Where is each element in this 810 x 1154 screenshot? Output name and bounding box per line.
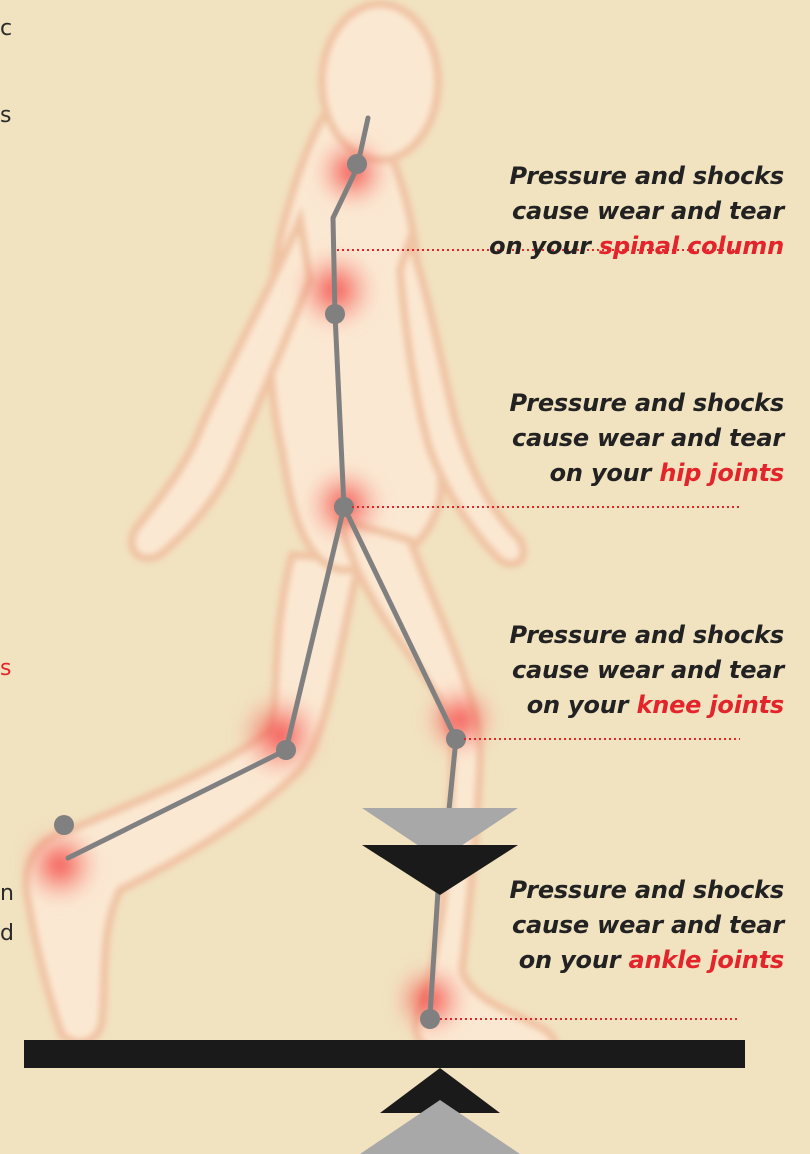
callout-line-1: Pressure and shocks [510, 386, 784, 421]
edge-letter: s [0, 658, 11, 680]
callout-highlight: ankle joints [629, 946, 785, 974]
back-knee-joint [446, 729, 466, 749]
callout-prefix: on your [550, 459, 660, 487]
callout-line-3: on your spinal column [489, 229, 784, 264]
callout-line-1: Pressure and shocks [510, 873, 784, 908]
callout-prefix: on your [527, 691, 637, 719]
callout-highlight: hip joints [659, 459, 784, 487]
hip-joints-callout: Pressure and shocks cause wear and tear … [510, 386, 784, 491]
edge-letter: n [0, 883, 14, 905]
hip-joint [334, 497, 354, 517]
dark-chevron-down [362, 845, 518, 895]
callout-line-3: on your ankle joints [510, 943, 784, 978]
ground-plate [24, 1040, 745, 1068]
callout-prefix: on your [519, 946, 629, 974]
heel-pain-glow [18, 823, 102, 907]
callout-line-3: on your hip joints [510, 456, 784, 491]
callout-line-2: cause wear and tear [510, 908, 784, 943]
callout-line-1: Pressure and shocks [510, 618, 784, 653]
callout-highlight: knee joints [636, 691, 784, 719]
callout-line-2: cause wear and tear [510, 653, 784, 688]
callout-line-2: cause wear and tear [489, 194, 784, 229]
callout-line-1: Pressure and shocks [489, 159, 784, 194]
spinal-column-callout: Pressure and shocks cause wear and tear … [489, 159, 784, 264]
front-knee-joint [276, 740, 296, 760]
body-silhouette [26, 4, 555, 1060]
neck-joint [347, 154, 367, 174]
knee-joints-callout: Pressure and shocks cause wear and tear … [510, 618, 784, 723]
callout-line-2: cause wear and tear [510, 421, 784, 456]
heel-joint [54, 815, 74, 835]
edge-letter: s [0, 105, 11, 127]
spine-joint [325, 304, 345, 324]
edge-letter: c [0, 18, 12, 40]
ankle-joints-callout: Pressure and shocks cause wear and tear … [510, 873, 784, 978]
ankle-joint [420, 1009, 440, 1029]
callout-highlight: spinal column [599, 232, 784, 260]
callout-prefix: on your [489, 232, 599, 260]
callout-line-3: on your knee joints [510, 688, 784, 723]
grey-arrow-up [360, 1100, 520, 1154]
edge-letter: d [0, 923, 14, 945]
